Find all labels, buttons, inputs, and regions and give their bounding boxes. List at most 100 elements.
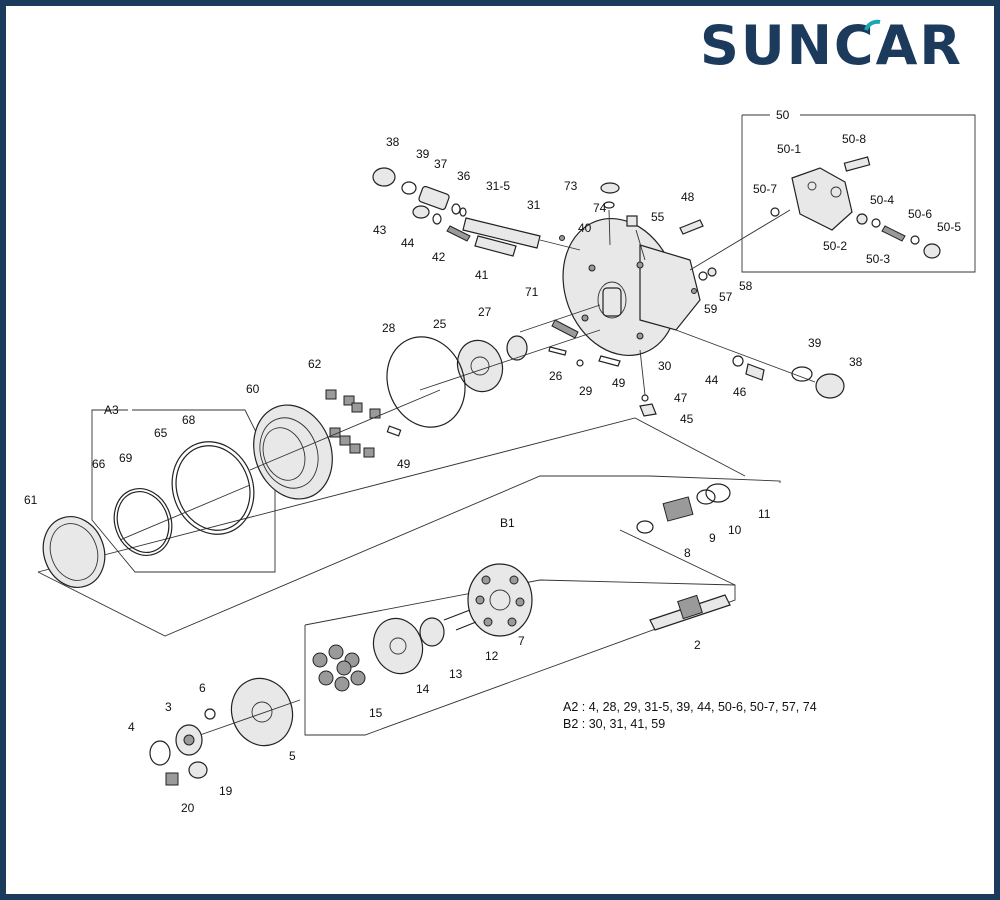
part-number-label: 65 [154,426,168,440]
part-number-label: 14 [416,682,430,696]
rings-part-69-66 [113,484,251,556]
rings-part-68-65 [171,441,255,535]
plug-parts-right [675,329,845,399]
part-number-label: 8 [684,546,691,560]
part-number-label: 30 [658,359,672,373]
part-number-label: 36 [457,169,471,183]
part-number-label: 50-3 [866,252,890,266]
part-number-label: 42 [432,250,446,264]
part-number-label: 39 [808,336,822,350]
part-number-label: 41 [475,268,489,282]
part-number-label: 25 [433,317,447,331]
part-number-label: 12 [485,649,499,663]
part-number-label: 38 [849,355,863,369]
part-number-label: 50-2 [823,239,847,253]
plate-part-25 [419,329,601,393]
part-number-label: 4 [128,720,135,734]
part-number-label: 50-1 [777,142,801,156]
note-b2: B2 : 30, 31, 41, 59 [563,717,665,731]
part-labels: 3839373631-53173744855404344424171272528… [24,132,961,815]
o-ring-part-28 [386,336,466,428]
part-number-label: 7 [518,634,525,648]
part-number-label: 26 [549,369,563,383]
part-number-label: 46 [733,385,747,399]
part-number-label: 43 [373,223,387,237]
part-number-label: 60 [246,382,260,396]
housing-part-30 [562,217,701,357]
part-number-label: 11 [758,507,771,521]
logo-swoosh-icon [864,19,881,31]
part-number-label: 49 [397,457,411,471]
group-A3-box [91,409,276,573]
cylinder-block-part-7 [467,563,533,637]
spring-parts-8-11 [636,483,731,534]
part-number-label: 28 [382,321,396,335]
part-number-label: 71 [525,285,539,299]
piston-part-60 [249,389,441,500]
shaft-part-31 [462,217,581,257]
part-number-label: 38 [386,135,400,149]
part-number-label: 19 [219,784,233,798]
part-number-label: 50-4 [870,193,894,207]
part-number-label: 2 [694,638,701,652]
ring-part-4 [149,740,171,766]
part-number-label: 45 [680,412,694,426]
part-number-label: 59 [704,302,718,316]
part-number-label: 13 [449,667,463,681]
part-number-label: 20 [181,801,195,815]
valve-block-50-1 [689,156,941,271]
part-number-label: 27 [478,305,492,319]
part-number-label: 39 [416,147,430,161]
part-number-label: 6 [199,681,206,695]
part-number-label: 58 [739,279,753,293]
part-number-label: 44 [705,373,719,387]
ring-part-61 [42,516,106,588]
part-number-label: 44 [401,236,415,250]
bearing-part-3 [175,724,203,756]
parts-12-13-14-15 [312,609,477,692]
part-number-label: 5 [289,749,296,763]
part-number-label: 66 [92,457,106,471]
parts-47-45 [639,349,657,417]
part-number-label: 62 [308,357,322,371]
part-number-label: 31-5 [486,179,510,193]
logo-text: SUNCAR [700,14,963,77]
plug-parts-73-74-48-55 [600,182,704,261]
part-number-label: 3 [165,700,172,714]
part-number-label: 50-5 [937,220,961,234]
part-number-label: 57 [719,290,733,304]
valve-part-37 [372,167,471,242]
small-parts-57-58-59 [691,267,717,294]
part-number-label: 37 [434,157,448,171]
part-number-label: 29 [579,384,593,398]
part-number-label: 47 [674,391,688,405]
note-a2: A2 : 4, 28, 29, 31-5, 39, 44, 50-6, 50-7… [563,700,817,714]
part-number-label: 50-6 [908,207,932,221]
group-label-B1: B1 [500,516,515,530]
group-label-50: 50 [776,108,790,122]
plate-part-5 [199,677,301,747]
part-19 [188,761,208,779]
part-number-label: 10 [728,523,742,537]
part-6 [204,708,216,720]
part-number-label: 49 [612,376,626,390]
group-50-box [741,114,976,273]
part-number-label: 68 [182,413,196,427]
part-number-label: 9 [709,531,716,545]
group-B1-box [37,417,781,736]
part-number-label: 31 [527,198,541,212]
group-label-A3: A3 [104,403,119,417]
part-number-label: 50-8 [842,132,866,146]
suncar-logo: SUNCAR [700,14,963,77]
part-number-label: 50-7 [753,182,777,196]
springs-part-62 [325,389,402,458]
part-20 [165,772,179,786]
part-number-label: 40 [578,221,592,235]
part-number-label: 73 [564,179,578,193]
part-number-label: 69 [119,451,133,465]
part-number-label: 15 [369,706,383,720]
part-number-label: 48 [681,190,695,204]
part-number-label: 74 [593,201,607,215]
